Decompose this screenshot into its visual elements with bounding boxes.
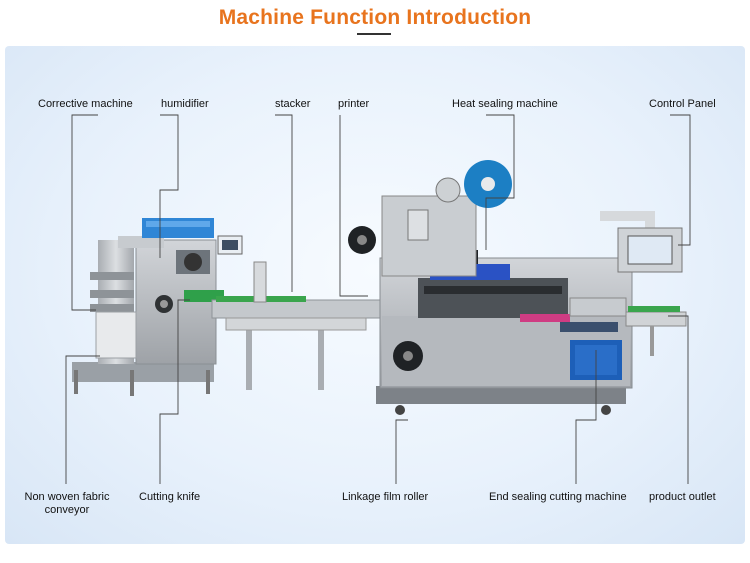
leader-humidifier [159,114,179,258]
label-end-sealing-cutting-machine: End sealing cutting machine [489,491,627,503]
leader-printer [339,115,368,297]
leader-control-panel [670,114,691,246]
page-title: Machine Function Introduction [218,6,532,29]
leader-end-sealing [575,350,597,484]
label-printer: printer [338,98,370,110]
leader-film-roller [395,419,408,484]
label-non-woven-line1: Non woven fabric [24,491,110,503]
label-non-woven-line2: conveyor [44,504,90,516]
label-linkage-film-roller: Linkage film roller [342,491,429,503]
leader-corrective-machine [71,114,98,311]
leader-heat-sealing [485,114,515,250]
main-machine [348,160,687,415]
leader-cutting-knife [159,299,190,484]
label-product-outlet: product outlet [649,491,716,503]
label-control-panel: Control Panel [649,98,716,110]
leader-lines [65,114,691,484]
leader-non-woven [65,355,100,484]
stacker-conveyor [211,261,387,390]
corrective-unit [72,218,243,396]
label-non-woven-fabric-conveyor: Non woven fabric conveyor [25,491,110,517]
leader-product-outlet [668,315,689,484]
label-cutting-knife: Cutting knife [139,491,201,503]
label-heat-sealing-machine: Heat sealing machine [452,98,558,110]
label-humidifier: humidifier [161,98,209,110]
title-underline [357,33,391,35]
leader-stacker [275,114,293,292]
label-stacker: stacker [275,98,311,110]
label-corrective-machine: Corrective machine [38,98,133,110]
